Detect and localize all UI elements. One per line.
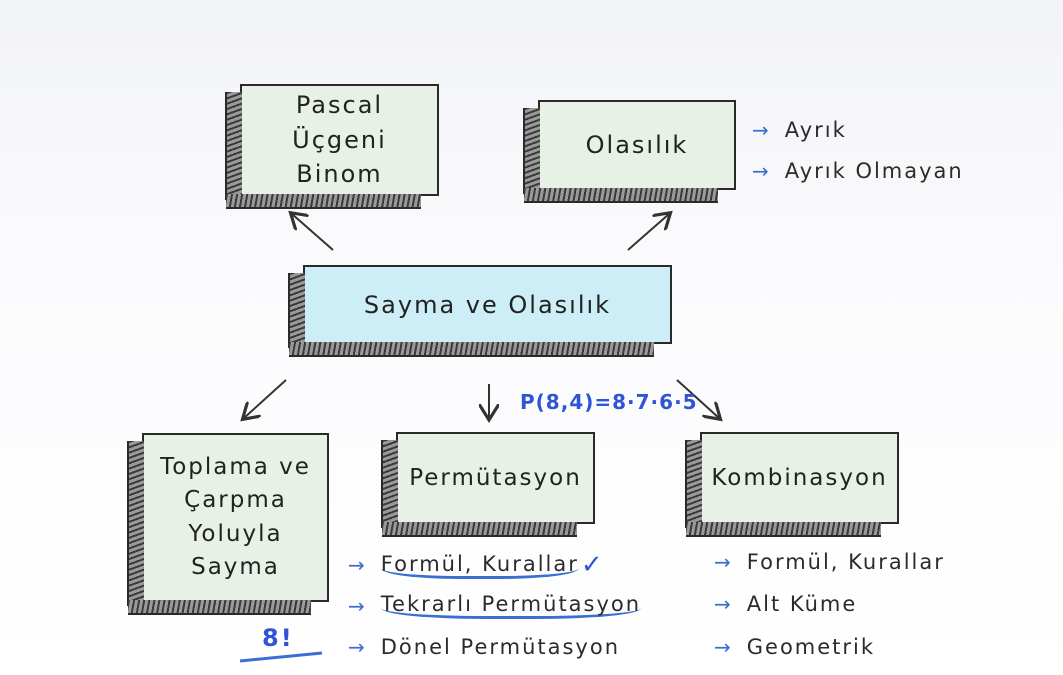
box-kombinasyon: Kombinasyon — [685, 432, 899, 537]
box-center: Sayma ve Olasılık — [288, 265, 672, 357]
formula-text: P(8,4)=8·7·6·5 — [520, 390, 698, 414]
box-pascal-line-3: Binom — [296, 160, 383, 189]
permutasyon-item-3-label: Dönel Permütasyon — [380, 635, 621, 659]
arrow-right-icon: → — [348, 553, 367, 577]
kombinasyon-item-1-label: Formül, Kurallar — [746, 550, 945, 574]
box-toplama-line-1: Toplama ve — [160, 453, 311, 480]
arrow-right-icon: → — [752, 118, 771, 142]
permutasyon-item-3: → Dönel Permütasyon — [348, 635, 620, 659]
kombinasyon-item-2: → Alt Küme — [714, 592, 857, 616]
arrow-to-kombinasyon — [676, 379, 719, 418]
arrow-right-icon: → — [752, 159, 771, 183]
kombinasyon-item-2-label: Alt Küme — [746, 592, 858, 616]
box-permutasyon-label: Permütasyon — [409, 465, 582, 491]
arrow-right-icon: → — [714, 550, 733, 574]
box-olasilik-label: Olasılık — [585, 131, 689, 159]
check-icon: ✓ — [580, 550, 605, 580]
kombinasyon-item-3-label: Geometrik — [746, 635, 876, 659]
box-toplama-lines: Toplama ve Çarpma Yoluyla Sayma — [160, 451, 311, 584]
permutasyon-item-2: → Tekrarlı Permütasyon — [348, 592, 642, 619]
permutation-formula-annotation: P(8,4)=8·7·6·5 — [520, 390, 698, 414]
arrow-to-pascal — [292, 214, 334, 251]
box-permutasyon: Permütasyon — [381, 432, 595, 537]
box-toplama-line-2: Çarpma — [184, 487, 287, 514]
kombinasyon-item-1: → Formül, Kurallar — [714, 550, 945, 574]
arrow-to-olasilik — [627, 214, 669, 251]
arrow-right-icon: → — [714, 592, 733, 616]
box-pascal-lines: Pascal Üçgeni Binom — [292, 88, 387, 192]
box-kombinasyon-label: Kombinasyon — [711, 465, 888, 491]
box-center-label: Sayma ve Olasılık — [363, 290, 612, 319]
arrow-to-toplama — [244, 379, 287, 418]
kombinasyon-item-3: → Geometrik — [714, 635, 875, 659]
factorial-underline — [239, 651, 323, 663]
arrow-right-icon: → — [714, 635, 733, 659]
box-toplama-line-4: Sayma — [191, 553, 280, 580]
olasilik-item-1: → Ayrık — [752, 118, 847, 142]
olasilik-item-1-label: Ayrık — [784, 118, 847, 142]
box-olasilik: Olasılık — [523, 100, 736, 203]
box-pascal-line-2: Üçgeni — [292, 125, 387, 154]
box-toplama: Toplama ve Çarpma Yoluyla Sayma — [127, 433, 329, 615]
olasilik-item-2: → Ayrık Olmayan — [752, 159, 964, 183]
box-toplama-line-3: Yoluyla — [188, 520, 283, 547]
factorial-annotation: 8! — [262, 624, 294, 652]
arrow-right-icon: → — [348, 593, 367, 618]
arrow-right-icon: → — [348, 635, 367, 659]
permutasyon-item-1: → Formül, Kurallar ✓ — [348, 550, 605, 580]
permutasyon-item-1-label: Formül, Kurallar — [380, 552, 579, 579]
box-pascal-line-1: Pascal — [295, 90, 384, 119]
olasilik-item-2-label: Ayrık Olmayan — [784, 159, 964, 183]
factorial-text: 8! — [262, 624, 294, 652]
box-pascal: Pascal Üçgeni Binom — [225, 84, 439, 209]
permutasyon-item-2-label: Tekrarlı Permütasyon — [380, 592, 642, 619]
